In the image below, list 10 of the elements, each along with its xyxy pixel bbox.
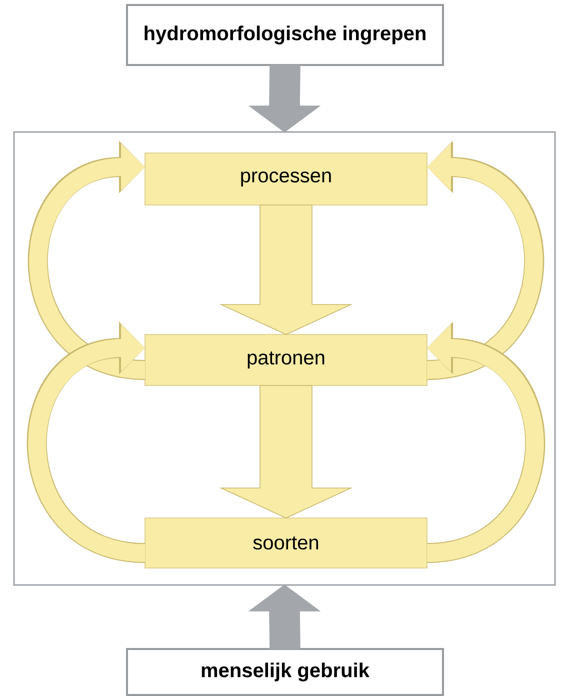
block-arrow [219, 204, 353, 335]
block-arrow [219, 385, 353, 518]
process-box: soorten [144, 518, 428, 568]
block-arrow [248, 584, 321, 650]
input-box: hydromorfologische ingrepen [126, 4, 444, 66]
system-frame [13, 131, 556, 586]
input-box: menselijk gebruik [126, 648, 444, 696]
curved-arrow [28, 140, 146, 380]
block-arrow [248, 64, 321, 132]
curved-arrow [27, 322, 146, 563]
